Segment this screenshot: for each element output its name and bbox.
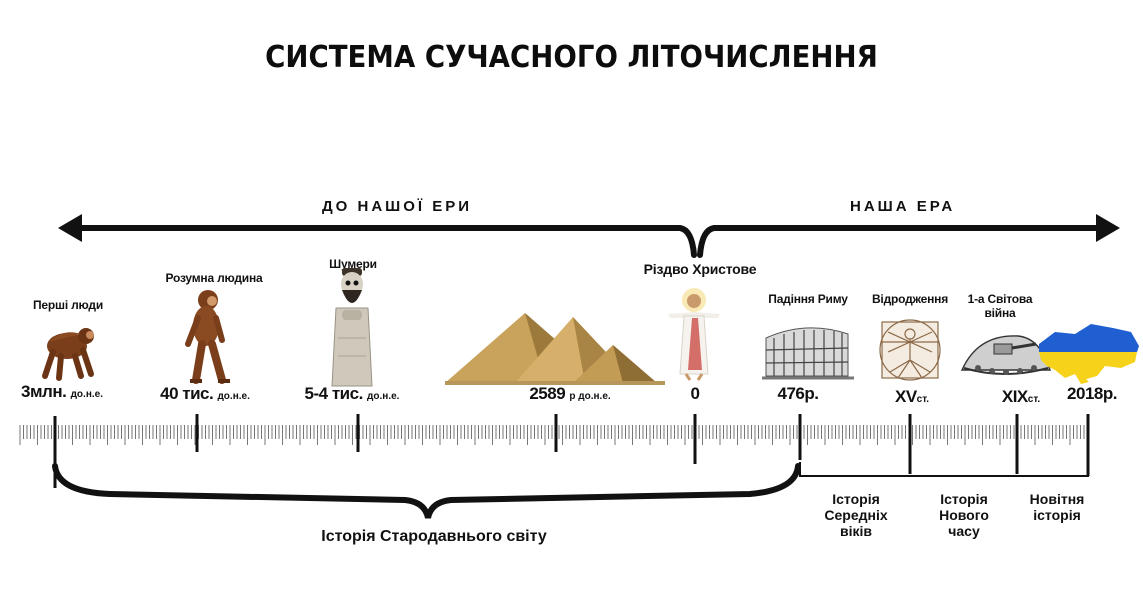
event-date-2018: 2018р.	[1067, 384, 1117, 403]
event-label-ww1: 1-а Світова війна	[967, 292, 1033, 320]
event-label-renaissance: Відродження	[871, 292, 949, 306]
event-date-ww1: XIXст.	[1001, 387, 1041, 406]
event-date-first-people: 3млн. до.н.е.	[21, 382, 103, 401]
era-label-bc: ДО НАШОЇ ЕРИ	[322, 198, 473, 215]
pyramids-icon	[445, 313, 665, 385]
event-label-fall-of-rome: Падіння Риму	[768, 292, 848, 306]
event-label-homo-sapiens: Розумна людина	[165, 271, 263, 285]
vitruvian-man-icon	[879, 319, 941, 381]
event-label-nativity: Різдво Христове	[643, 261, 757, 277]
recent-period-bracket	[1017, 470, 1089, 477]
event-date-pyramids: 2589 р до.н.е.	[529, 384, 611, 403]
event-label-first-people: Перші люди	[32, 298, 104, 312]
event-date-sumerians: 5-4 тис. до.н.е.	[304, 384, 400, 403]
ancient-period-brace	[52, 463, 801, 519]
jesus-figure-icon	[668, 288, 720, 381]
ad-arrow-line	[697, 225, 1101, 258]
middle-ages-bracket	[799, 462, 910, 477]
tank-icon	[960, 335, 1051, 375]
era-label-ad: НАША ЕРА	[850, 198, 956, 215]
ruler-minor-ticks	[19, 425, 1088, 445]
ruler-major-markers	[53, 414, 1090, 488]
event-label-sumerians: Шумери	[329, 257, 377, 271]
period-label-modern: Історія Нового часу	[939, 491, 989, 539]
sumerian-statue-icon	[331, 268, 373, 387]
event-date-homo-sapiens: 40 тис. до.н.е.	[160, 384, 250, 403]
period-label-middle-ages: Історія Середніх віків	[824, 491, 888, 539]
primitive-hominid-icon	[42, 328, 94, 381]
event-date-fall-of-rome: 476р.	[777, 384, 819, 403]
bc-arrow-head	[58, 214, 82, 242]
diagram-title: СИСТЕМА СУЧАСНОГО ЛІТОЧИСЛЕННЯ	[265, 40, 878, 75]
period-label-ancient: Історія Стародавнього світу	[321, 528, 547, 545]
ad-arrow-head	[1096, 214, 1120, 242]
walking-hominid-icon	[185, 290, 230, 384]
bc-arrow-line	[77, 225, 697, 258]
event-date-nativity: 0	[690, 384, 700, 403]
ukraine-map-icon	[1039, 324, 1139, 384]
period-label-recent: Новітня історія	[1029, 491, 1085, 523]
event-date-renaissance: XVст.	[894, 387, 930, 406]
colosseum-icon	[762, 327, 854, 380]
